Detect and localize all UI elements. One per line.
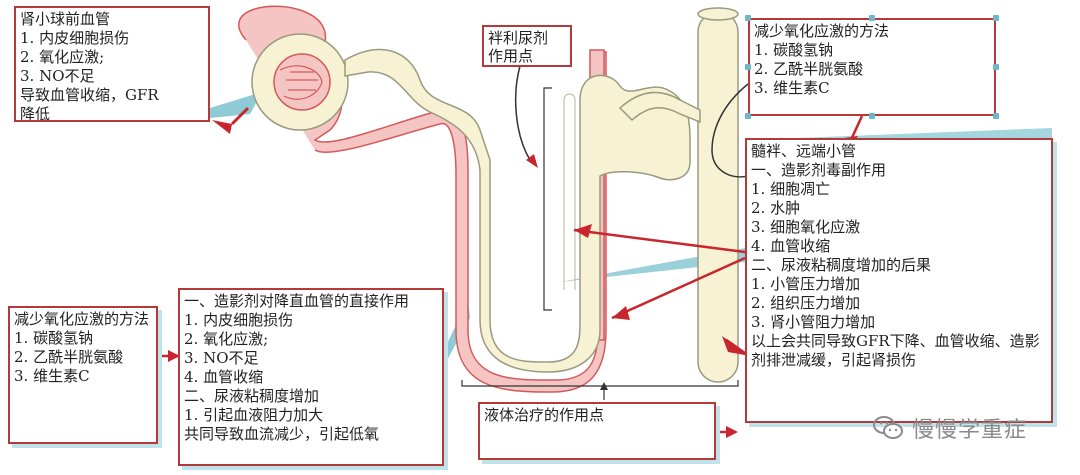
diuretic-pointer-head [526, 154, 538, 168]
reduce-stress-bottom-line-2: 2. 乙酰半胱氨酸 [14, 348, 124, 366]
selection-handle-mr[interactable] [993, 64, 999, 70]
collecting-duct [697, 11, 739, 383]
loop-distal-line-6: 二、尿液粘稠度增加的后果 [751, 256, 932, 274]
watermark-text: 慢慢学重症 [912, 418, 1028, 443]
selection-handle-tr[interactable] [993, 15, 999, 21]
preglomerular-title: 肾小球前血管 [20, 10, 111, 28]
vasa-recta-line-4: 4. 血管收缩 [184, 368, 264, 386]
diuretic-pointer [514, 65, 531, 161]
wechat-icon [873, 416, 903, 439]
loop-distal-line-7: 1. 小管压力增加 [751, 275, 861, 293]
arrow-to-tubule-line [573, 228, 746, 254]
loop-distal-line-3: 2. 水肿 [751, 199, 801, 217]
selection-handle-ml[interactable] [745, 64, 751, 70]
arrow-to-tubule-head [574, 224, 592, 238]
arrow-to-vessel-head [612, 306, 630, 320]
top-right-connector [711, 83, 749, 178]
loop-diuretic-line-1: 袢利尿剂 [488, 29, 549, 47]
vasa-recta-line-3: 3. NO不足 [184, 349, 259, 367]
bottom-bracket [461, 380, 739, 387]
vasa-recta-line-2: 2. 氧化应激; [184, 330, 269, 348]
reduce-stress-top-line-1: 1. 碳酸氢钠 [754, 41, 834, 59]
vasa-recta-line-1: 1. 内皮细胞损伤 [184, 311, 294, 329]
arrow-to-vessel-line [611, 256, 746, 320]
loop-distal-tubule-box: 髓袢、远端小管 一、造影剂毒副作用 1. 细胞凋亡 2. 水肿 3. 细胞氧化应… [745, 138, 1053, 423]
fluid-therapy-box: 液体治疗的作用点 [478, 402, 716, 460]
loop-distal-title: 髓袢、远端小管 [751, 142, 857, 160]
glomerulus [273, 53, 331, 111]
loop-diuretic-box: 袢利尿剂 作用点 [482, 25, 572, 67]
fluid-therapy-line-1: 液体治疗的作用点 [484, 406, 605, 424]
loop-bracket [543, 87, 552, 311]
distal-tubule-connector [618, 91, 701, 124]
arrow-bl-head [168, 350, 180, 362]
selection-handle-br[interactable] [993, 113, 999, 119]
reduce-oxidative-stress-box-top[interactable]: 减少氧化应激的方法 1. 碳酸氢钠 2. 乙酰半胱氨酸 3. 维生素C [748, 18, 996, 116]
preglomerular-line-5: 降低 [20, 105, 51, 122]
loop-distal-line-8: 2. 组织压力增加 [751, 294, 861, 312]
callout-wedge-glomerulus [210, 92, 262, 118]
vasa-recta-title: 一、造影剂对降直血管的直接作用 [184, 292, 410, 310]
arrow-to-glomerulus-line [230, 106, 250, 126]
vasa-recta-line-6: 1. 引起血液阻力加大 [184, 406, 324, 424]
reduce-stress-bottom-title: 减少氧化应激的方法 [14, 310, 150, 328]
preglomerular-line-1: 1. 内皮细胞损伤 [20, 29, 130, 47]
selection-handle-tc[interactable] [869, 15, 875, 21]
selection-handle-bl[interactable] [745, 113, 751, 119]
ascending-limb-inner [563, 93, 576, 290]
selection-handle-bc[interactable] [869, 113, 875, 119]
loop-distal-line-4: 3. 细胞氧化应激 [751, 218, 861, 236]
reduce-stress-bottom-line-3: 3. 维生素C [14, 367, 90, 385]
loop-diuretic-line-2: 作用点 [488, 47, 534, 65]
glomerulus-capillaries [279, 65, 323, 100]
vasa-recta-effect-box: 一、造影剂对降直血管的直接作用 1. 内皮细胞损伤 2. 氧化应激; 3. NO… [178, 288, 444, 466]
reduce-stress-bottom-line-1: 1. 碳酸氢钠 [14, 329, 94, 347]
reduce-oxidative-stress-box-bottom: 减少氧化应激的方法 1. 碳酸氢钠 2. 乙酰半胱氨酸 3. 维生素C [8, 306, 158, 444]
reduce-stress-top-title: 减少氧化应激的方法 [754, 22, 890, 40]
preglomerular-line-3: 3. NO不足 [20, 67, 95, 85]
arrow-to-glomerulus [212, 120, 232, 134]
loop-distal-line-1: 一、造影剂毒副作用 [751, 161, 887, 179]
loop-distal-line-5: 4. 血管收缩 [751, 237, 831, 255]
vasa-recta-line-7: 共同导致血流减少，引起低氧 [184, 425, 380, 443]
vasa-recta-line-5: 二、尿液粘稠度增加 [184, 387, 320, 405]
preglomerular-vessel-box: 肾小球前血管 1. 内皮细胞损伤 2. 氧化应激; 3. NO不足 导致血管收缩… [14, 6, 210, 122]
arrow-fluid-head [726, 426, 738, 438]
watermark: 慢慢学重症 [872, 412, 1027, 444]
loop-distal-line-2: 1. 细胞凋亡 [751, 180, 831, 198]
preglomerular-line-4: 导致血管收缩，GFR [20, 86, 159, 104]
reduce-stress-top-line-3: 3. 维生素C [754, 79, 830, 97]
loop-distal-line-10: 以上会共同导致GFR下降、血管收缩、造影剂排泄减缓，引起肾损伤 [751, 332, 1040, 369]
preglomerular-line-2: 2. 氧化应激; [20, 48, 105, 66]
reduce-stress-top-line-2: 2. 乙酰半胱氨酸 [754, 60, 864, 78]
loop-distal-line-9: 3. 肾小管阻力增加 [751, 313, 876, 331]
selection-handle-tl[interactable] [745, 15, 751, 21]
collecting-duct-top [697, 7, 739, 21]
fluid-arrow-head [600, 382, 608, 390]
